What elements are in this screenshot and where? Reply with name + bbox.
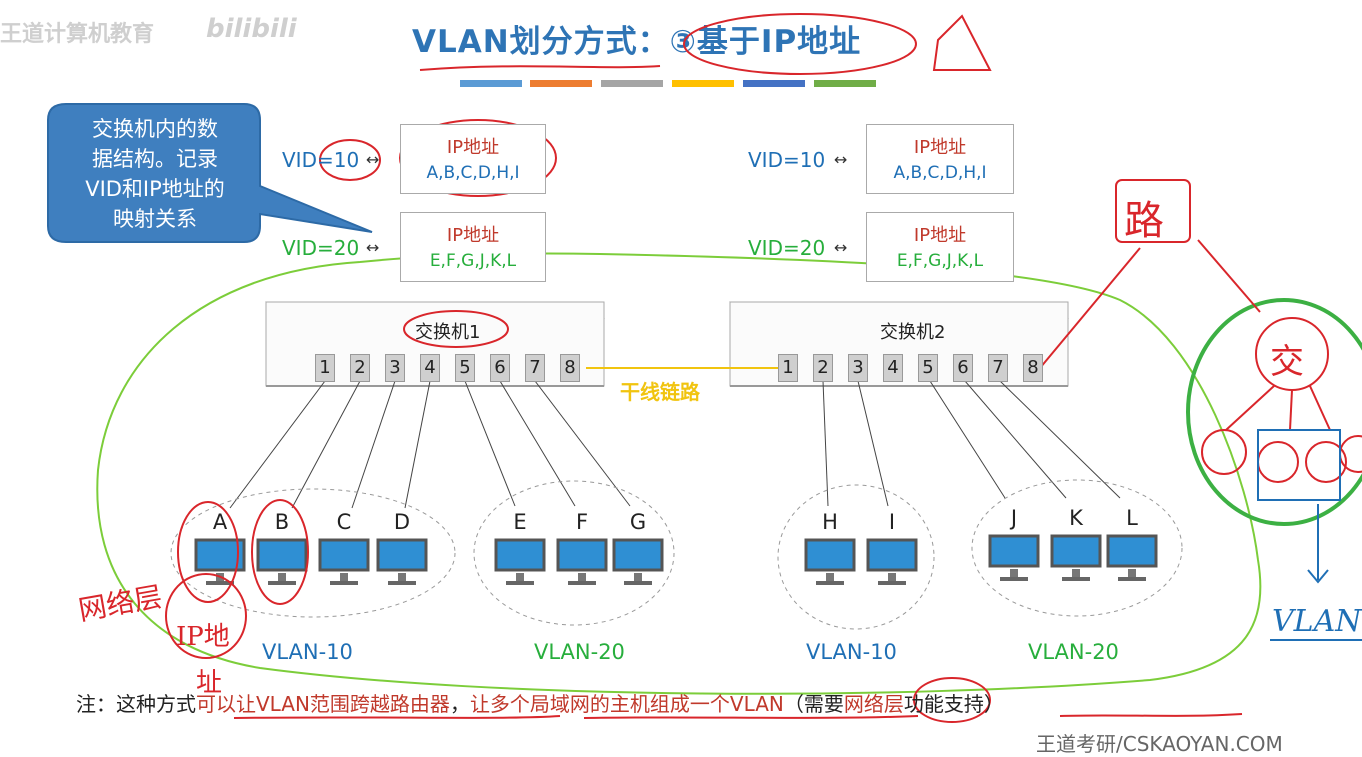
switch2-port-5: 5 [918, 354, 938, 382]
hand-vlan: VLAN [1272, 604, 1362, 639]
group-abcd [170, 488, 456, 618]
host-e-label: E [513, 510, 527, 534]
switch1-port-6: 6 [490, 354, 510, 382]
s1-vid10-members: A,B,C,D,H,I [426, 163, 520, 183]
group-efg [473, 480, 675, 626]
host-d-label: D [393, 510, 411, 534]
switch2-port-6: 6 [953, 354, 973, 382]
s2-vid10-label: VID=10 [748, 148, 826, 172]
s2-vid20-title: IP地址 [913, 225, 967, 246]
s2-vid20-arrow-icon: ↔ [834, 238, 848, 257]
green-loop [96, 252, 1262, 695]
switch2-port-4: 4 [883, 354, 903, 382]
host-b-label: B [274, 510, 290, 534]
note-suffix-1: （需要 [783, 692, 844, 716]
s1-vid20-table: IP地址 E,F,G,J,K,L [400, 212, 546, 282]
s1-vid10-title: IP地址 [446, 137, 500, 158]
callout-text: 交换机内的数 据结构。记录 VID和IP地址的 映射关系 [52, 114, 258, 234]
page-title: VLAN划分方式：③基于IP地址 [412, 24, 862, 60]
hand-ip-addr-2: 址 [196, 668, 223, 698]
hand-switch: 交 [1270, 342, 1304, 382]
note-red-3: 网络层 [843, 692, 904, 716]
switch1-port-1: 1 [315, 354, 335, 382]
s1-vid20-members: E,F,G,J,K,L [429, 251, 517, 271]
host-k-label: K [1069, 506, 1083, 530]
s1-vid10-table: IP地址 A,B,C,D,H,I [400, 124, 546, 194]
host-j-label: J [1010, 506, 1018, 530]
switch1-port-3: 3 [385, 354, 405, 382]
switch1-port-4: 4 [420, 354, 440, 382]
host-l-label: L [1126, 506, 1138, 530]
callout-line-4: 映射关系 [113, 207, 197, 231]
color-bar-4 [672, 80, 734, 87]
switch1-port-2: 2 [350, 354, 370, 382]
s2-vid20-table: IP地址 E,F,G,J,K,L [866, 212, 1014, 282]
switch2-port-7: 7 [988, 354, 1008, 382]
title-circle [683, 13, 917, 75]
switch2-port-1: 1 [778, 354, 798, 382]
callout-bubble [47, 103, 373, 243]
s1-vid20-arrow-icon: ↔ [366, 238, 380, 257]
watermark-logo: 王道计算机教育 [0, 22, 155, 47]
note-red-1: 可以让VLAN范围跨越路由器 [196, 692, 450, 716]
switch2-port-2: 2 [813, 354, 833, 382]
vlan-label-1: VLAN-10 [262, 640, 353, 664]
s1-vid10-arrow-icon: ↔ [366, 150, 380, 169]
switch1-port-8: 8 [560, 354, 580, 382]
s1-vid20-title: IP地址 [446, 225, 500, 246]
s2-vid10-table: IP地址 A,B,C,D,H,I [866, 124, 1014, 194]
switch2-name: 交换机2 [880, 322, 946, 343]
monitors [194, 534, 1158, 585]
note-prefix: 注：这种方式 [76, 692, 196, 716]
hand-router: 路 [1124, 198, 1164, 244]
s2-vid10-arrow-icon: ↔ [834, 150, 848, 169]
red-annotations [165, 13, 1362, 723]
bilibili-watermark: bilibili [206, 14, 297, 44]
s2-vid10-members: A,B,C,D,H,I [893, 163, 987, 183]
s1-vid20-label: VID=20 [282, 236, 360, 260]
switch2-port-8: 8 [1023, 354, 1043, 382]
footnote: 注：这种方式可以让VLAN范围跨越路由器，让多个局域网的主机组成一个VLAN（需… [76, 688, 1004, 717]
color-bar-5 [743, 80, 805, 87]
hand-ip-addr: IP地 [176, 622, 230, 652]
note-red-2: 让多个局域网的主机组成一个VLAN [469, 692, 784, 716]
callout-line-1: 交换机内的数 [92, 117, 218, 141]
color-bar-3 [601, 80, 663, 87]
watermark-bottom: 王道考研/CSKAOYAN.COM [1036, 732, 1283, 756]
host-f-label: F [575, 510, 589, 534]
blue-annotations [1257, 429, 1362, 641]
vlan-label-2: VLAN-20 [534, 640, 625, 664]
host-a-label: A [212, 510, 228, 534]
s2-vid20-label: VID=20 [748, 236, 826, 260]
green-circle-right [1186, 298, 1362, 526]
trunk-label: 干线链路 [620, 380, 700, 404]
color-bar-2 [530, 80, 592, 87]
host-c-label: C [336, 510, 352, 534]
s1-vid10-label: VID=10 [282, 148, 360, 172]
switch1-port-5: 5 [455, 354, 475, 382]
host-i-label: I [888, 510, 896, 534]
s2-vid20-members: E,F,G,J,K,L [896, 251, 984, 271]
cables [229, 380, 1121, 509]
vlan-label-3: VLAN-10 [806, 640, 897, 664]
note-mid: ， [449, 692, 470, 716]
group-jkl [971, 479, 1183, 617]
note-suffix-2: 功能支持） [903, 692, 1004, 716]
group-hi [777, 484, 935, 630]
color-bar-6 [814, 80, 876, 87]
switch2-port-3: 3 [848, 354, 868, 382]
switch1-port-7: 7 [525, 354, 545, 382]
host-g-label: G [629, 510, 647, 534]
host-h-label: H [822, 510, 838, 534]
callout-line-2: 据结构。记录 [92, 147, 218, 171]
callout-line-3: VID和IP地址的 [85, 177, 225, 201]
color-bar-1 [460, 80, 522, 87]
switch1-name: 交换机1 [415, 322, 481, 343]
s2-vid10-title: IP地址 [913, 137, 967, 158]
vlan-label-4: VLAN-20 [1028, 640, 1119, 664]
